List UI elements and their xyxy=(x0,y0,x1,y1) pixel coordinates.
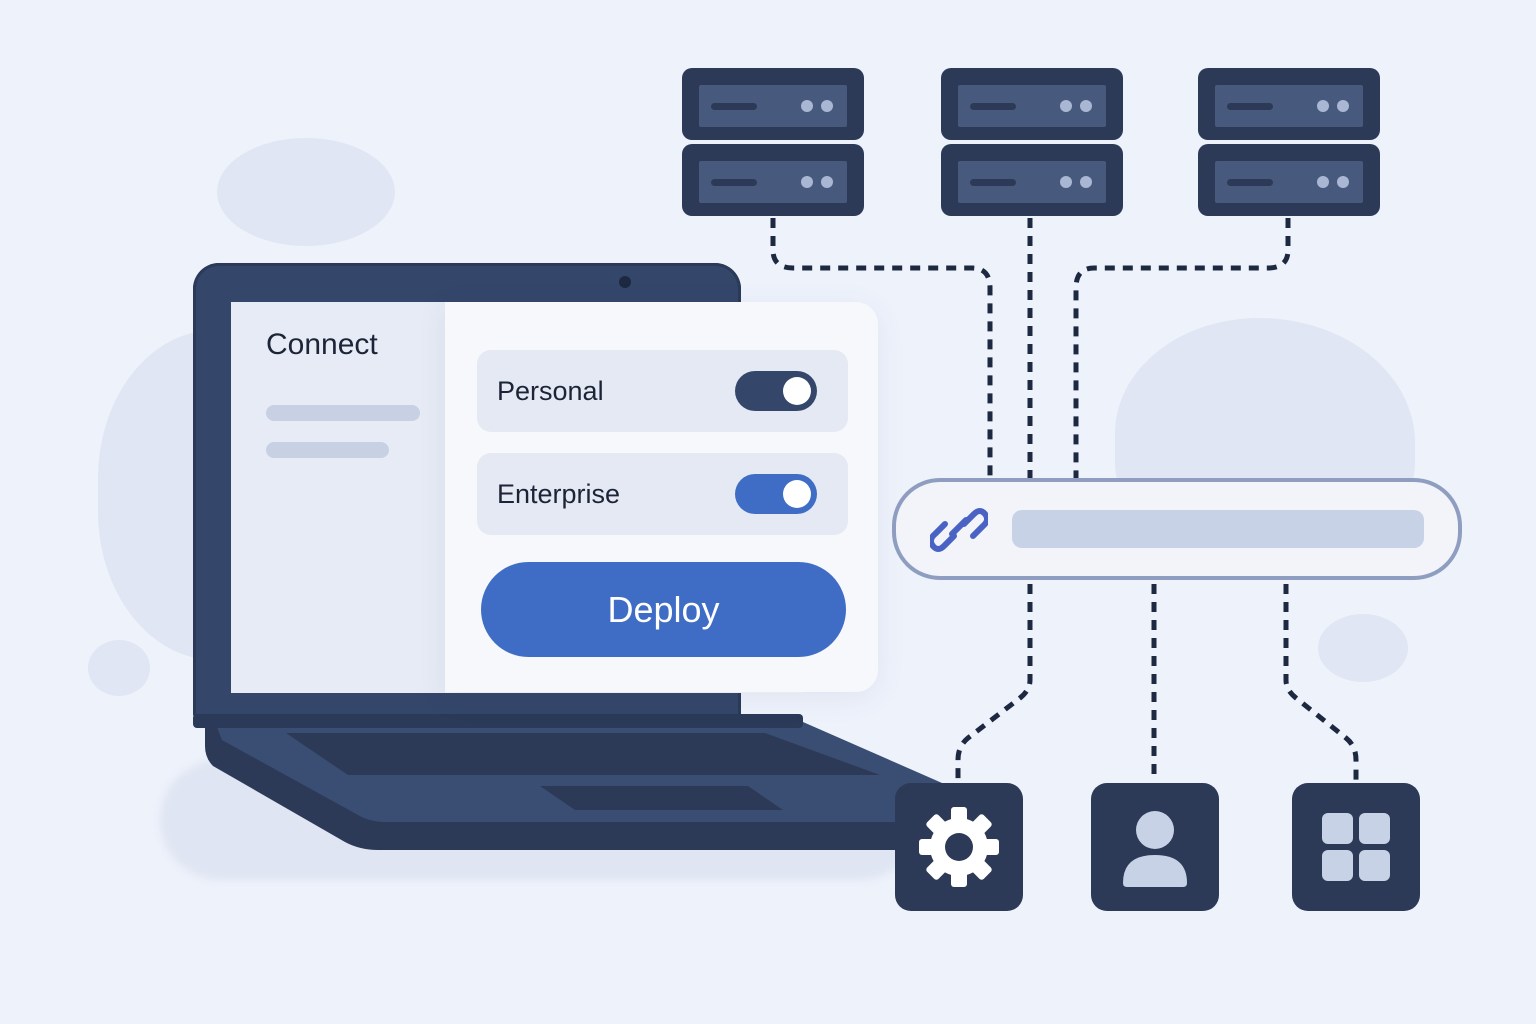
toggle-knob xyxy=(783,377,811,405)
sidebar-title: Connect xyxy=(266,328,378,361)
server-stack xyxy=(1198,68,1380,220)
background-blob xyxy=(217,138,395,246)
option-label: Enterprise xyxy=(497,479,621,509)
server-unit xyxy=(1198,68,1380,140)
sidebar-item-placeholder[interactable] xyxy=(266,405,420,421)
link-icon xyxy=(930,508,988,552)
grid-icon xyxy=(1322,813,1390,881)
option-row-personal: Personal xyxy=(477,350,848,432)
laptop-hinge xyxy=(193,714,803,728)
personal-toggle[interactable] xyxy=(735,371,817,411)
server-unit xyxy=(1198,144,1380,216)
sidebar-item-placeholder[interactable] xyxy=(266,442,389,458)
gear-icon xyxy=(919,807,999,887)
server-unit xyxy=(682,144,864,216)
apps-tile[interactable] xyxy=(1292,783,1420,911)
url-input[interactable] xyxy=(1012,510,1424,548)
settings-tile[interactable] xyxy=(895,783,1023,911)
server-stack xyxy=(941,68,1123,220)
background-blob xyxy=(88,640,150,696)
toggle-knob xyxy=(783,480,811,508)
user-icon xyxy=(1123,811,1187,887)
server-unit xyxy=(682,68,864,140)
server-stack xyxy=(682,68,864,220)
enterprise-toggle[interactable] xyxy=(735,474,817,514)
server-unit xyxy=(941,68,1123,140)
url-bar[interactable] xyxy=(892,478,1462,580)
server-unit xyxy=(941,144,1123,216)
sidebar xyxy=(231,302,445,693)
background-blob xyxy=(1318,614,1408,682)
user-tile[interactable] xyxy=(1091,783,1219,911)
option-row-enterprise: Enterprise xyxy=(477,453,848,535)
deploy-button[interactable]: Deploy xyxy=(481,562,846,657)
option-label: Personal xyxy=(497,376,604,406)
webcam xyxy=(619,276,631,288)
